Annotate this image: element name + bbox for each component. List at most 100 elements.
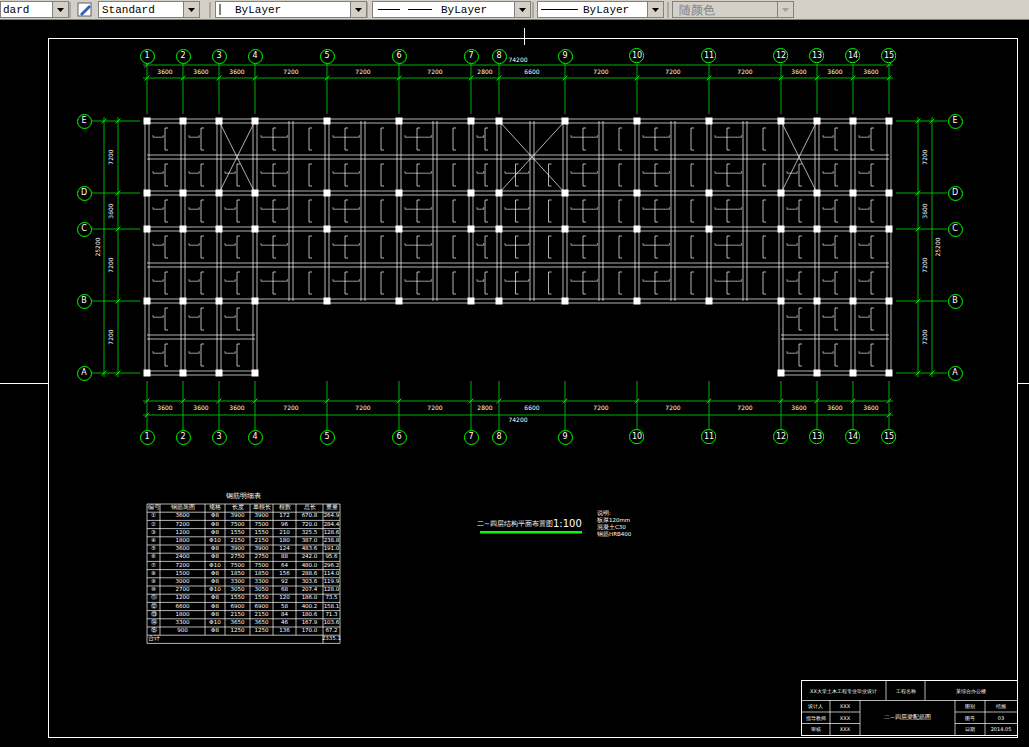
dimension-tick <box>851 399 856 404</box>
rebar-mark <box>237 236 240 258</box>
axis-label: 2 <box>180 52 185 60</box>
rebar-mark <box>153 171 163 173</box>
bubble-circle <box>212 430 226 444</box>
axis-line <box>889 381 890 430</box>
column <box>886 298 893 305</box>
rebar-mark <box>583 272 586 294</box>
axis-bubble: 1 <box>140 49 155 64</box>
beam-line <box>887 301 888 373</box>
rebar-mark <box>237 164 240 186</box>
rebar-mark <box>823 315 833 317</box>
axis-label: 6 <box>396 52 401 60</box>
dimension-tick <box>916 299 921 304</box>
title-block-rule <box>830 700 831 735</box>
title-block-rule <box>801 712 860 713</box>
bubble-circle <box>948 186 962 200</box>
beam-line <box>149 301 150 373</box>
rebar-mark <box>237 272 240 294</box>
beam-line <box>743 121 744 301</box>
axis-label: 15 <box>884 433 894 441</box>
rebar-mark <box>165 236 168 258</box>
rebar-mark <box>453 164 456 186</box>
axis-line <box>255 381 256 430</box>
axis-bubble: 12 <box>773 48 788 63</box>
title-block-text: 设计人 <box>808 704 823 709</box>
table-cell: 1250 <box>255 628 269 634</box>
pencil-icon <box>80 5 91 16</box>
table-rule <box>147 577 340 578</box>
rebar-mark <box>189 351 199 353</box>
rebar-mark <box>201 200 204 222</box>
table-cell: 7200 <box>176 563 190 569</box>
beam-line <box>433 121 434 301</box>
rebar-mark <box>619 236 622 258</box>
table-cell: Φ8 <box>211 596 219 602</box>
rebar-mark <box>763 200 766 222</box>
toolbar-bar <box>0 0 1029 20</box>
rebar-mark <box>799 164 802 186</box>
rebar-mark <box>333 135 359 137</box>
column <box>814 298 821 305</box>
table-cell: 303.6 <box>302 579 318 585</box>
dropdown-button <box>515 2 531 18</box>
dimension-text: 3600 <box>193 69 208 75</box>
table-cell: 103.6 <box>324 620 340 626</box>
table-cell: Φ8 <box>211 530 219 536</box>
rebar-mark <box>153 135 163 137</box>
stair-cross <box>499 121 565 193</box>
rebar-mark <box>583 128 586 150</box>
table-cell: Φ8 <box>211 514 219 520</box>
bubble-circle <box>392 49 406 63</box>
table-cell: 6600 <box>176 604 190 610</box>
table-rule <box>147 586 340 587</box>
table-cell: 670.8 <box>302 514 318 520</box>
rebar-mark <box>715 171 741 173</box>
table-cell: 2150 <box>255 538 269 544</box>
beam-line <box>497 121 498 301</box>
rebar-mark <box>727 164 730 186</box>
rebar-mark <box>453 272 456 294</box>
rebar-mark <box>273 200 276 222</box>
dimension-text: 3600 <box>863 69 878 75</box>
beam-line <box>253 121 254 301</box>
axis-bubble: 10 <box>629 48 644 63</box>
beam-line <box>891 301 892 373</box>
column <box>778 226 785 233</box>
beam-line <box>819 121 820 301</box>
rebar-mark <box>643 279 669 281</box>
toolbar-separator <box>367 2 368 18</box>
column <box>778 370 785 377</box>
beam-line <box>293 121 294 301</box>
rebar-mark <box>273 272 276 294</box>
axis-bubble: 7 <box>464 430 479 445</box>
note-text: 钢筋HRB400 <box>597 532 631 538</box>
column <box>396 298 403 305</box>
rebar-mark <box>516 164 519 186</box>
column <box>180 190 187 197</box>
beam-line <box>257 301 258 373</box>
axis-line <box>255 64 256 114</box>
rebar-mark <box>835 344 838 366</box>
bubble-circle <box>464 430 478 444</box>
rebar-mark <box>643 171 669 173</box>
rebar-mark <box>516 200 519 222</box>
style-icon <box>78 3 91 16</box>
table-rule <box>147 528 340 529</box>
table-header: 长度 <box>232 505 244 511</box>
rebar-mark <box>309 128 312 150</box>
dimension-line <box>143 65 893 66</box>
column <box>252 226 259 233</box>
axis-label: 10 <box>632 52 642 60</box>
rebar-mark <box>727 272 730 294</box>
axis-bubble: 5 <box>320 430 335 445</box>
dimension-tick <box>325 76 330 81</box>
dimension-tick <box>116 227 121 232</box>
dropdown-button <box>53 2 69 18</box>
beam-line <box>147 375 255 376</box>
dimension-tick <box>469 76 474 81</box>
dimension-tick <box>116 299 121 304</box>
dimension-text: 7200 <box>355 405 370 411</box>
dimension-text: 3600 <box>863 405 878 411</box>
rebar-mark <box>309 164 312 186</box>
column <box>180 370 187 377</box>
